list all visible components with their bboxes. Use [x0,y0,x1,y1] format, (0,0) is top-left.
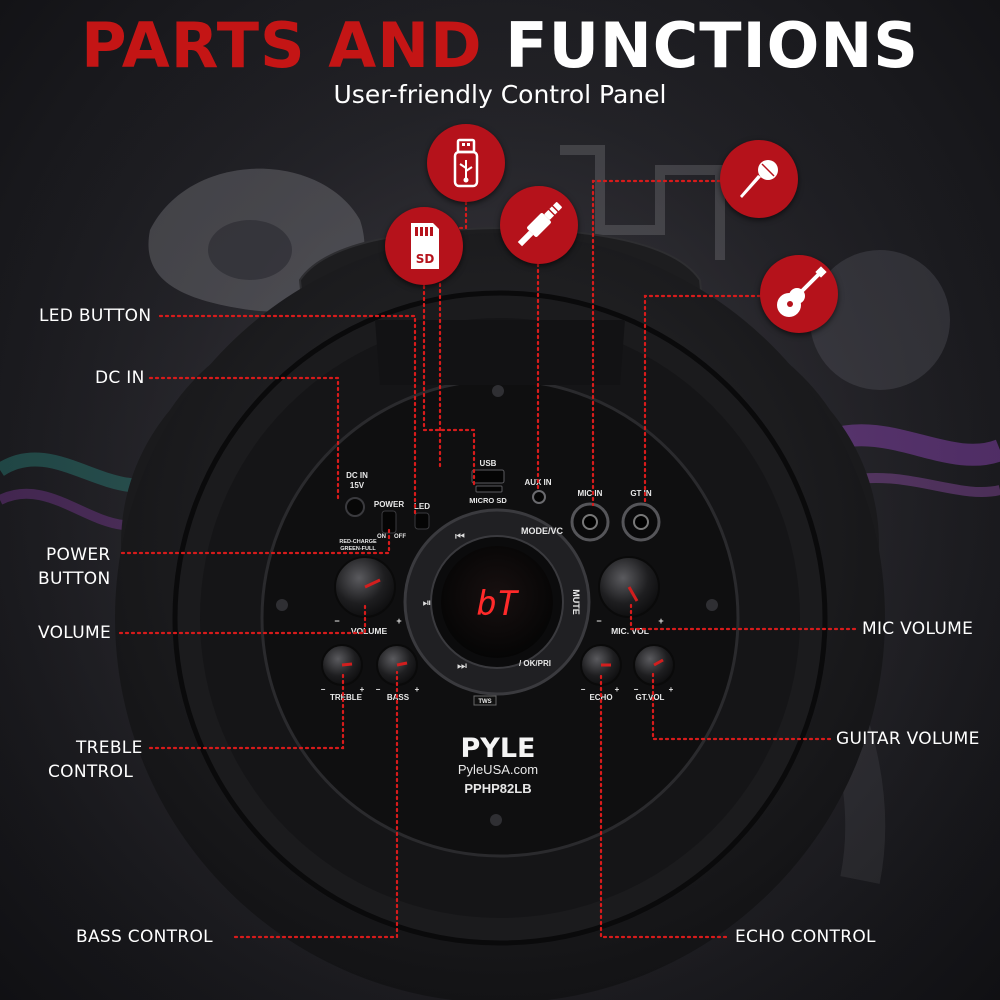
brand-block: PYLE PyleUSA.com PPHP82LB [458,733,538,796]
svg-text:−: − [321,685,326,694]
callout-treble-line2: CONTROL [48,762,134,782]
callout-guitar-volume: GUITAR VOLUME [836,729,980,749]
svg-text:VOLUME: VOLUME [351,626,388,636]
echo-knob: − + ECHO [580,644,622,702]
svg-text:+: + [360,685,365,694]
line-power-button [120,528,391,555]
svg-text:TWS: TWS [478,699,491,705]
svg-text:/ OK/PRI: / OK/PRI [519,659,551,668]
callout-echo-control: ECHO CONTROL [735,927,876,947]
svg-text:−: − [634,685,639,694]
callout-bass-control: BASS CONTROL [76,927,213,947]
dc-in-port: DC IN 15V [345,471,368,517]
page-subtitle: User-friendly Control Panel [333,80,667,109]
svg-text:−: − [334,616,339,626]
svg-text:+: + [669,685,674,694]
bass-knob: − + BASS [376,644,420,702]
control-ring: bT MODE/VC MUTE / OK/PRI ⏮ ⏯ ⏭ TWS [403,508,591,706]
page-title: PARTS AND FUNCTIONS [0,8,1000,84]
svg-text:ON: ON [377,534,386,540]
svg-text:+: + [615,685,620,694]
sd-card-icon: SD [385,207,463,285]
title-part-red: PARTS AND [81,9,483,82]
svg-text:+: + [658,616,663,626]
svg-text:−: − [376,685,381,694]
callout-led-button: LED BUTTON [39,306,152,326]
line-guitar-volume [651,670,832,741]
screw [492,385,504,397]
brand-logo: PYLE [461,733,536,764]
led-display: bT [477,584,520,624]
line-mic [591,179,722,507]
previous-icon: ⏮ [455,531,465,543]
gt-in-jack: GT IN [621,489,661,542]
svg-text:ECHO: ECHO [589,693,612,702]
svg-text:MODE/VC: MODE/VC [521,526,564,536]
line-led-button [158,314,417,517]
title-part-white: FUNCTIONS [505,9,919,82]
callout-treble-line1: TREBLE [76,738,143,758]
line-echo [599,670,728,939]
line-bass [233,670,399,939]
microphone-icon [720,140,798,218]
svg-text:GREEN-FULL: GREEN-FULL [340,546,376,552]
brand-site: PyleUSA.com [458,762,538,777]
line-volume [118,600,367,635]
callout-dc-in: DC IN [95,368,145,388]
treble-knob: − + TREBLE [321,644,365,702]
play-pause-icon: ⏯ [423,597,432,609]
svg-text:DC IN: DC IN [346,471,368,480]
svg-text:MICRO SD: MICRO SD [469,496,507,505]
svg-text:−: − [581,685,586,694]
svg-text:USB: USB [480,459,497,468]
svg-text:+: + [415,685,420,694]
screw [490,814,502,826]
line-guitar [643,294,762,507]
svg-text:+: + [396,616,401,626]
line-sd [422,278,476,488]
svg-text:OFF: OFF [394,534,406,540]
usb-port: USB MICRO SD [469,459,507,505]
callout-volume: VOLUME [38,623,111,643]
aux-jack-icon [500,186,578,264]
mic-in-jack: MIC IN [570,489,610,542]
svg-text:MIC. VOL: MIC. VOL [611,626,649,636]
model-number: PPHP82LB [464,781,531,796]
sd-label: SD [416,252,435,266]
next-icon: ⏭ [457,660,467,672]
callout-power-line1: POWER [46,545,111,565]
guitar-icon [760,255,838,333]
screw [276,599,288,611]
led-button: LED [414,502,430,530]
volume-knob: − + VOLUME [334,556,402,636]
line-treble [148,670,345,750]
line-dc-in [148,376,340,502]
callout-power-line2: BUTTON [38,569,111,589]
svg-text:TREBLE: TREBLE [330,693,363,702]
svg-text:LED: LED [414,502,430,511]
screw [706,599,718,611]
svg-text:BASS: BASS [387,693,410,702]
svg-text:POWER: POWER [374,500,404,509]
line-mic-volume [629,600,857,631]
power-switch: POWER ON OFF RED-CHARGE GREEN-FULL [339,500,406,552]
svg-text:MUTE: MUTE [571,589,581,615]
svg-text:GT.VOL: GT.VOL [636,693,665,702]
svg-text:MIC IN: MIC IN [578,489,603,498]
svg-text:15V: 15V [350,481,365,490]
callout-mic-volume: MIC VOLUME [862,619,974,639]
svg-text:−: − [596,616,601,626]
svg-text:RED-CHARGE: RED-CHARGE [339,539,377,545]
svg-text:GT IN: GT IN [630,489,652,498]
usb-icon [427,124,505,202]
guitar-volume-knob: − + GT.VOL [633,644,675,702]
mic-volume-knob: − + MIC. VOL [596,556,664,636]
